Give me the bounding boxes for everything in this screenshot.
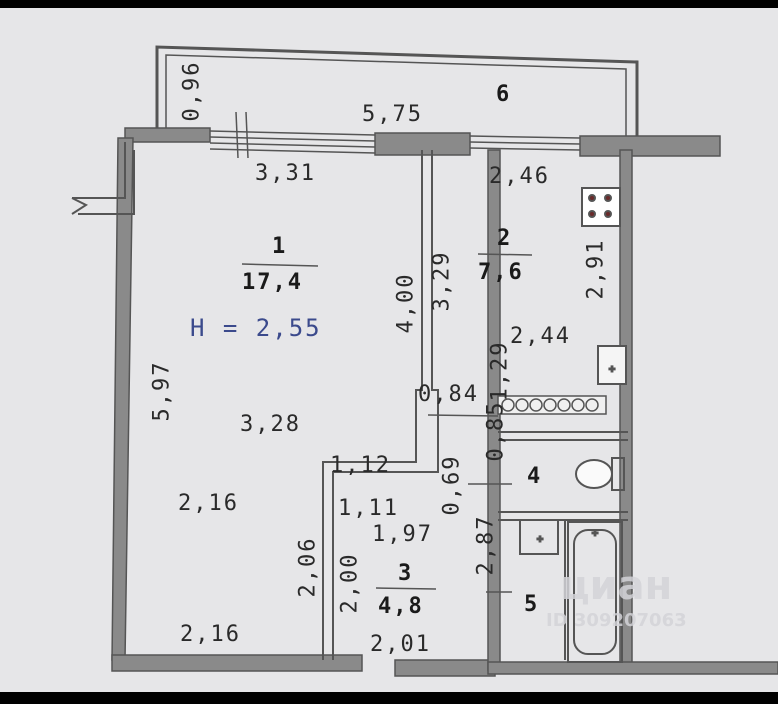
toilet (575, 457, 625, 491)
watermark-id: ID 309207063 (546, 610, 687, 631)
dim-bathroom-depth: 2,87 (473, 514, 499, 576)
svg-text:+: + (592, 528, 598, 539)
room-6-number: 6 (496, 82, 512, 107)
dim-kitchen-wall-length: 2,91 (583, 238, 609, 300)
dim-room1-width: 3,31 (255, 161, 316, 186)
dim-wall-length: 4,00 (393, 272, 419, 334)
dim-balcony-depth: 0,96 (179, 60, 205, 122)
room-1-area: 17,4 (242, 270, 303, 295)
dim-room1-inner-width: 3,28 (240, 412, 301, 437)
dim-room1-niche-depth: 2,06 (295, 536, 321, 598)
dim-room1-bottom-width: 2,16 (180, 622, 241, 647)
ceiling-height-label: H = 2,55 (190, 314, 322, 342)
outer-walls (111, 127, 778, 677)
room-1-number: 1 (272, 234, 288, 259)
room-3-number: 3 (398, 561, 414, 586)
windows (209, 111, 581, 159)
washbasin: + (519, 519, 559, 555)
room-2-number: 2 (497, 226, 513, 251)
dim-room1-lower-width: 2,16 (178, 491, 239, 516)
dim-hall-bottom-width: 2,01 (370, 632, 431, 657)
dim-hall-width: 1,11 (338, 496, 399, 521)
dim-room2-width: 2,46 (489, 164, 550, 189)
dim-passage-length: 1,29 (487, 340, 513, 402)
dim-balcony-length: 5,75 (362, 102, 423, 127)
dim-niche-depth: 0,85 (483, 400, 509, 462)
balcony-outline (155, 45, 639, 136)
watermark-brand: циан (560, 563, 673, 609)
dim-hall-inner-width: 1,97 (372, 522, 433, 547)
stove (581, 187, 621, 227)
interior-walls (322, 150, 628, 660)
wall-stub-left (71, 142, 135, 215)
dim-niche-width: 0,69 (439, 454, 465, 516)
svg-text:+: + (537, 534, 543, 545)
dim-room2-depth: 3,29 (429, 250, 455, 312)
dim-room1-depth: 5,97 (149, 360, 175, 422)
kitchen-sink: + (597, 345, 627, 385)
svg-text:+: + (609, 364, 615, 375)
room-3-area: 4,8 (378, 594, 424, 619)
bathtub: + (567, 521, 623, 663)
room-2-area: 7,6 (478, 260, 524, 285)
dimension-lines (241, 253, 533, 593)
dim-room2-inner-width: 2,44 (510, 324, 571, 349)
dim-hall-top-width: 1,12 (330, 453, 391, 478)
dim-passage-width: 0,84 (418, 382, 479, 407)
dim-hall-depth: 2,00 (337, 552, 363, 614)
room-4-number: 4 (527, 464, 543, 489)
radiator (497, 395, 607, 415)
room-5-number: 5 (524, 592, 540, 617)
